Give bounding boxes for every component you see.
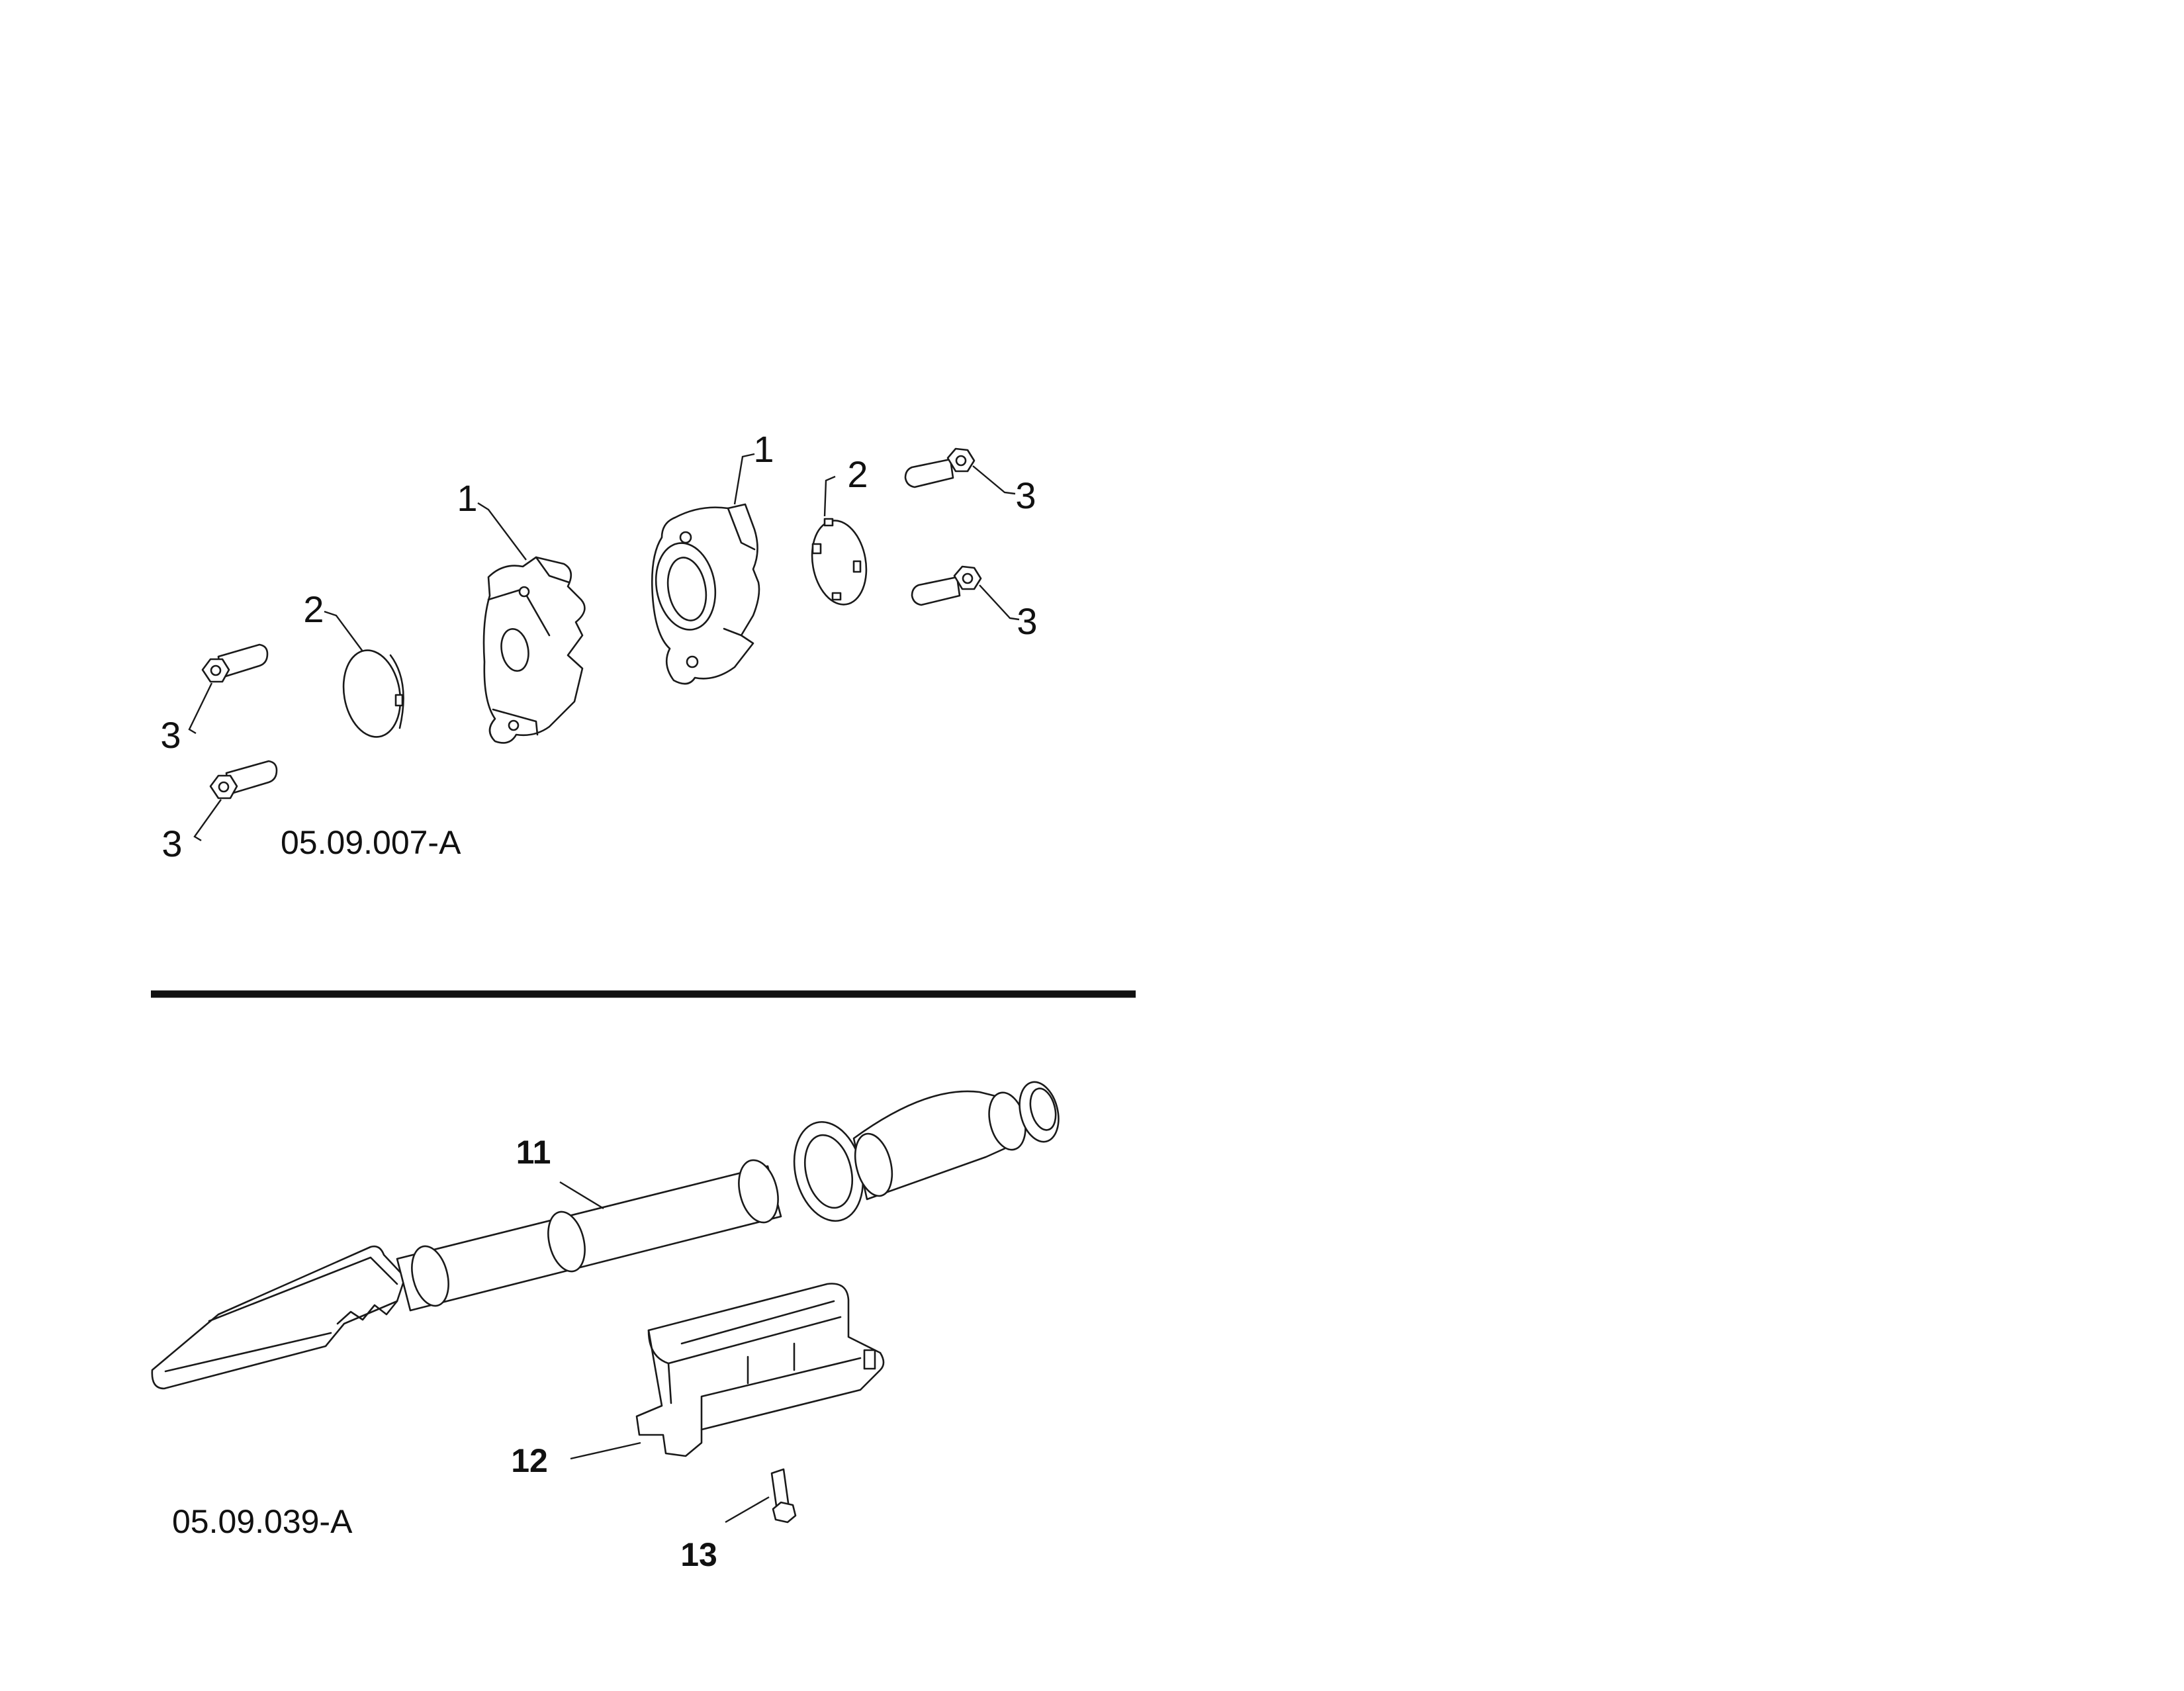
figure-code-1: 05.09.007-A xyxy=(281,824,461,861)
leader-lines-fig1 xyxy=(188,453,1020,842)
bolt-left-upper xyxy=(201,643,269,683)
bolt-right-upper xyxy=(904,447,976,488)
bracket-bolt xyxy=(770,1468,797,1524)
callout-3-bolt-right-lower: 3 xyxy=(1017,600,1037,642)
callout-11-shaft: 11 xyxy=(516,1134,551,1171)
figure-05-09-039-a: 11 12 13 05.09.039-A xyxy=(151,1081,1060,1573)
cap-left xyxy=(342,649,404,738)
callout-3-bolt-right-upper: 3 xyxy=(1015,475,1036,516)
callout-13-bolt: 13 xyxy=(680,1536,717,1573)
callout-3-bolt-left-lower: 3 xyxy=(161,823,182,864)
figure-code-2: 05.09.039-A xyxy=(172,1503,353,1540)
callout-2-cap-left: 2 xyxy=(303,588,324,630)
bolt-right-lower xyxy=(911,565,982,606)
callout-12-bracket: 12 xyxy=(511,1442,548,1479)
bracket-left xyxy=(482,556,586,744)
figure-05-09-007-a: 1 1 2 2 3 3 3 3 05.09.007-A xyxy=(160,428,1037,864)
mounting-bracket xyxy=(635,1283,885,1457)
callout-2-cap-right: 2 xyxy=(847,453,868,495)
bracket-right xyxy=(651,503,760,685)
leader-lines-fig2 xyxy=(559,1181,770,1524)
cap-right xyxy=(811,518,868,606)
bolt-left-lower xyxy=(209,760,278,800)
callout-1-bracket-right: 1 xyxy=(753,428,774,470)
shaft-assembly xyxy=(151,1081,1060,1390)
callout-1-bracket-left: 1 xyxy=(457,477,477,519)
callout-3-bolt-left-upper: 3 xyxy=(160,714,181,756)
